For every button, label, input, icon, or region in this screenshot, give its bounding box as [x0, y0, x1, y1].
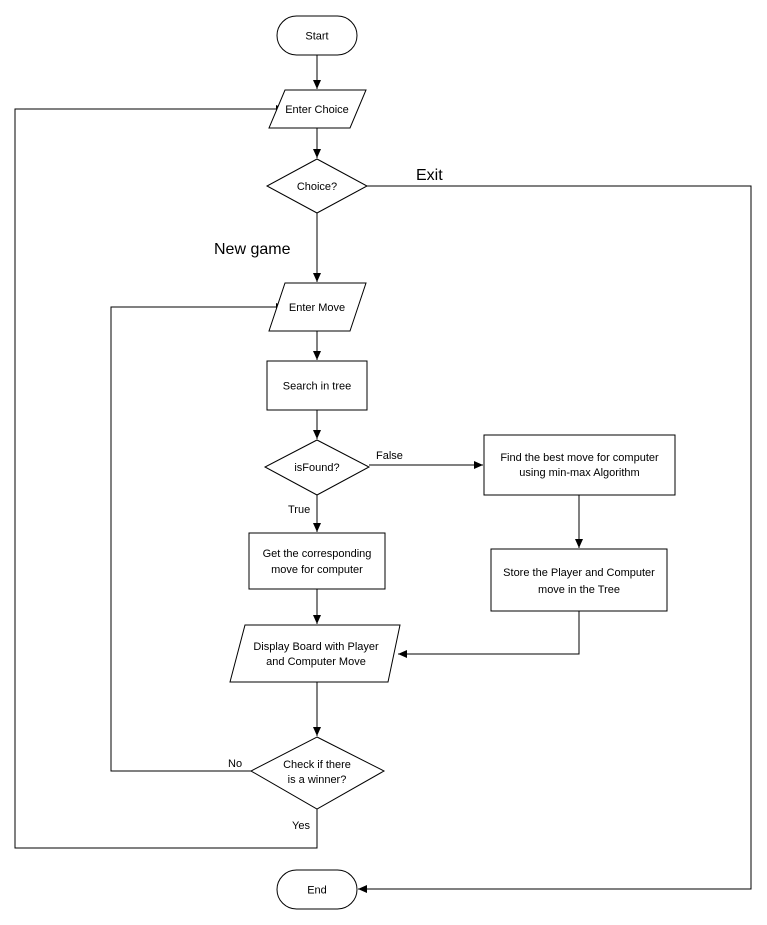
end-label: End	[307, 885, 327, 897]
edge-label-no: No	[228, 758, 242, 770]
edge-label-false: False	[376, 450, 403, 462]
is-found-decision: isFound?	[263, 439, 371, 496]
store-line1: Store the Player and Computer	[503, 567, 655, 579]
choice-label: Choice?	[297, 181, 337, 193]
edge-check-winner-no-to-enter-move	[110, 303, 285, 772]
display-line1: Display Board with Player	[253, 641, 379, 653]
end-node: End	[276, 869, 358, 910]
edge-choice-exit-to-end	[358, 185, 752, 893]
check-winner-line1: Check if there	[283, 759, 351, 771]
enter-choice-label: Enter Choice	[285, 104, 349, 116]
edge-check-winner-yes-to-enter-choice	[14, 105, 318, 849]
enter-move-node: Enter Move	[268, 282, 367, 332]
start-node: Start	[276, 15, 358, 56]
is-found-label: isFound?	[294, 462, 339, 474]
start-label: Start	[305, 31, 328, 43]
store-in-tree-node: Store the Player and Computer move in th…	[490, 548, 668, 612]
check-winner-line2: is a winner?	[288, 774, 347, 786]
store-line2: move in the Tree	[538, 584, 620, 596]
display-board-node: Display Board with Player and Computer M…	[229, 624, 401, 683]
enter-choice-node: Enter Choice	[268, 89, 367, 129]
edge-store-to-display	[398, 611, 580, 658]
check-winner-decision: Check if there is a winner?	[249, 736, 386, 810]
choice-decision: Choice?	[265, 158, 369, 214]
find-best-line1: Find the best move for computer	[500, 452, 659, 464]
edge-label-exit: Exit	[416, 167, 443, 184]
enter-move-label: Enter Move	[289, 302, 345, 314]
edge-label-true: True	[288, 504, 310, 516]
search-tree-node: Search in tree	[266, 360, 368, 411]
get-corresponding-move-node: Get the corresponding move for computer	[248, 532, 386, 590]
find-best-move-node: Find the best move for computer using mi…	[483, 434, 676, 496]
get-corresponding-line2: move for computer	[271, 564, 363, 576]
search-tree-label: Search in tree	[283, 381, 351, 393]
get-corresponding-line1: Get the corresponding	[263, 548, 372, 560]
edge-label-new-game: New game	[214, 241, 291, 258]
find-best-line2: using min-max Algorithm	[519, 467, 639, 479]
display-line2: and Computer Move	[266, 656, 366, 668]
edge-label-yes: Yes	[292, 820, 310, 832]
